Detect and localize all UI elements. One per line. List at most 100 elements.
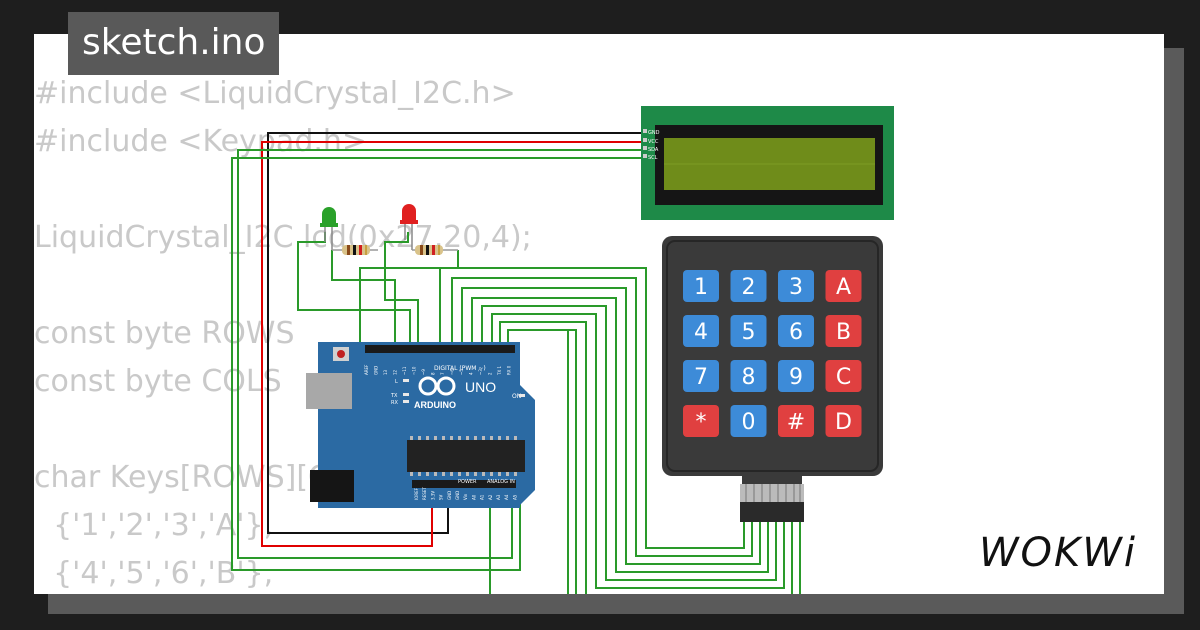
keypad-key-label: 4	[694, 320, 708, 345]
wire-keypad-r3	[461, 287, 761, 565]
keypad-key-9[interactable]: 9	[778, 360, 814, 392]
wokwi-logo-icon: WOKWi	[979, 530, 1135, 576]
power-jack	[310, 470, 354, 502]
arduino-bottom-pin-label: A0	[471, 494, 476, 500]
lcd-pin-label: SDA	[648, 147, 659, 153]
keypad-key-5[interactable]: 5	[730, 315, 767, 347]
lcd-pin-label: GND	[648, 130, 660, 136]
keypad-key-4[interactable]: 4	[683, 315, 719, 347]
wire-res-red	[359, 250, 459, 343]
arduino-bottom-pin-label: 5V	[439, 494, 444, 500]
lcd-pin-labels: GND VCC SDA SCL	[643, 129, 660, 161]
keypad-key-label: 8	[742, 365, 756, 390]
lcd-display: GND VCC SDA SCL	[641, 106, 894, 220]
arduino-top-pin-label: ~9	[421, 369, 426, 375]
arduino-model-label: UNO	[465, 379, 496, 395]
wire-keypad-r1	[439, 267, 745, 549]
led-label: TX	[390, 393, 398, 399]
keypad-key-label: A	[836, 275, 851, 300]
wire-lcd-sda	[237, 149, 645, 559]
led-red	[400, 204, 418, 250]
led-label: L	[395, 379, 398, 385]
arduino-bottom-pin-label: A3	[496, 494, 501, 500]
wire-keypad-c4	[507, 329, 801, 594]
keypad-key-3[interactable]: 3	[778, 270, 814, 302]
arduino-top-pin-label: GND	[374, 366, 379, 375]
arduino-bottom-pin-label: Vin	[463, 493, 468, 500]
arduino-top-pin-label: ~3	[478, 369, 483, 375]
wire-keypad-c2	[491, 313, 785, 589]
keypad-key-label: B	[836, 320, 851, 345]
power-analog-header	[412, 480, 516, 488]
keypad-key-label: D	[835, 410, 852, 435]
keypad-connector	[740, 502, 804, 522]
arduino-top-pin-label: 13	[383, 369, 388, 375]
wire-res-green	[331, 250, 396, 343]
analog-label: ANALOG IN	[487, 479, 515, 485]
wire-lcd-gnd	[267, 132, 645, 534]
wire-lcd-scl	[231, 157, 645, 571]
arduino-top-pin-label: ~11	[402, 366, 407, 375]
code-line: {'4','5','6','B'},	[34, 556, 274, 591]
keypad-key-C[interactable]: C	[825, 360, 862, 392]
atmega-chip	[407, 440, 525, 472]
keypad-key-D[interactable]: D	[825, 405, 862, 437]
keypad-key-label: 9	[789, 365, 803, 390]
arduino-bottom-pin-label: GND	[447, 491, 452, 500]
arduino-top-pin-label: 12	[393, 369, 398, 375]
wire-lcd-vcc	[261, 141, 645, 547]
keypad-key-label: 7	[694, 365, 708, 390]
arduino-bottom-pin-label: A5	[512, 494, 517, 500]
arduino-bottom-pin-label: A1	[480, 494, 485, 500]
keypad-key-label: 3	[789, 275, 803, 300]
keypad-key-label: 5	[742, 320, 756, 345]
keypad-key-label: *	[696, 410, 707, 435]
arduino-bottom-pin-label: RESET	[422, 487, 427, 500]
arduino-bottom-pin-label: A4	[504, 494, 509, 500]
lcd-pin-label: SCL	[648, 155, 658, 161]
arduino-top-pin-label: 4	[469, 372, 474, 375]
arduino-top-pin-label: ~10	[412, 366, 417, 375]
wire-led-red	[384, 232, 419, 343]
wire-keypad-r2	[451, 277, 753, 557]
keypad-key-7[interactable]: 7	[683, 360, 719, 392]
arduino-bottom-pin-label: IOREF	[414, 487, 419, 500]
digital-label: DIGITAL (PWM ~)	[434, 365, 486, 372]
code-line: #include <LiquidCrystal_I2C.h>	[34, 76, 516, 111]
arduino-bottom-pin-label: GND	[455, 491, 460, 500]
wire-keypad-c3	[499, 321, 793, 594]
keypad-key-8[interactable]: 8	[730, 360, 767, 392]
keypad-key-2[interactable]: 2	[730, 270, 767, 302]
keypad-key-#[interactable]: #	[778, 405, 814, 437]
keypad-key-label: 6	[789, 320, 803, 345]
resistor-2	[412, 245, 458, 255]
led-label: RX	[391, 400, 398, 406]
arduino-top-pin-label: 8	[431, 372, 436, 375]
code-line: const byte ROWS	[34, 316, 295, 351]
keypad-key-6[interactable]: 6	[778, 315, 814, 347]
file-title-tab: sketch.ino	[68, 12, 280, 75]
code-line: {'1','2','3','A'},	[34, 508, 274, 543]
arduino-top-pin-label: AREF	[364, 364, 369, 375]
arduino-top-pin-label: 2	[488, 372, 493, 375]
wire-keypad-c1	[481, 305, 777, 581]
usb-port	[306, 373, 352, 409]
preview-card	[34, 34, 1164, 594]
keypad-key-0[interactable]: 0	[730, 405, 767, 437]
keypad-key-*[interactable]: *	[683, 405, 719, 437]
keypad-key-1[interactable]: 1	[683, 270, 719, 302]
keypad-key-label: #	[787, 410, 805, 435]
keypad-key-B[interactable]: B	[825, 315, 862, 347]
arduino-uno-board: ARDUINO UNO DIGITAL (PWM ~) POWER ANALOG…	[306, 342, 535, 508]
arduino-bottom-pin-label: A2	[488, 494, 493, 500]
power-label: POWER	[458, 479, 477, 485]
arduino-top-pin-label: ~6	[450, 369, 455, 375]
arduino-top-pin-label: TX 1	[497, 366, 502, 376]
resistor-1	[332, 245, 378, 255]
arduino-top-pin-label: RX 0	[507, 365, 512, 375]
keypad-key-A[interactable]: A	[825, 270, 862, 302]
wire-keypad-r4	[471, 297, 769, 573]
keypad-key-label: 0	[742, 410, 756, 435]
